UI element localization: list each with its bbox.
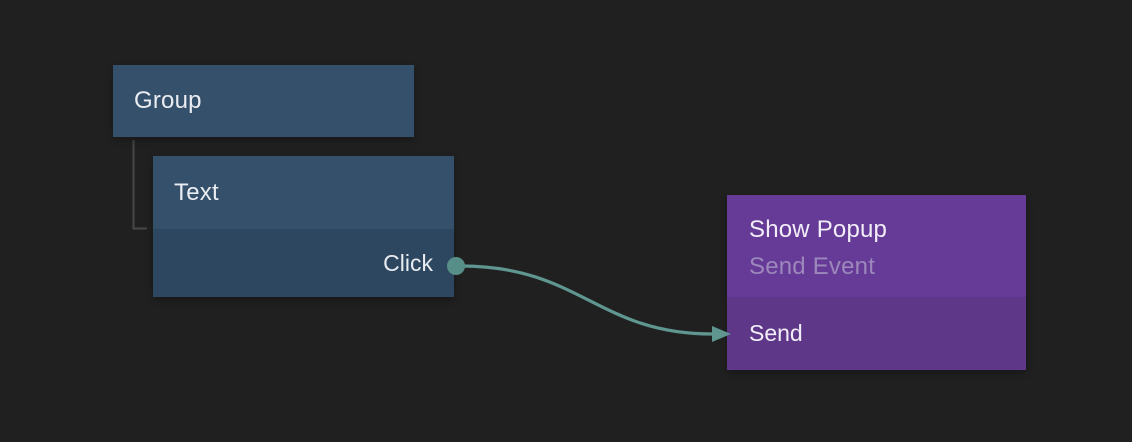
node-group[interactable]: Group [113, 65, 414, 137]
node-show-popup-subtitle: Send Event [749, 253, 876, 280]
connection-arrowhead-icon [712, 326, 731, 342]
node-show-popup-title: Show Popup [749, 216, 888, 243]
node-show-popup-header: Show Popup Send Event [727, 195, 1026, 297]
node-text-header: Text [153, 156, 454, 229]
output-port-click-label: Click [383, 249, 433, 276]
input-port-send-label: Send [749, 320, 803, 346]
node-show-popup[interactable]: Show Popup Send Event Send [727, 195, 1026, 370]
node-group-header: Group [113, 65, 414, 137]
output-port-click[interactable]: Click [153, 229, 454, 297]
output-port-dot[interactable] [447, 257, 465, 275]
node-text-title: Text [174, 178, 219, 206]
group-child-connector-line [132, 140, 147, 230]
connection-wire[interactable] [459, 264, 731, 342]
input-port-send[interactable]: Send [727, 297, 1026, 370]
connection-wire-path[interactable] [459, 264, 714, 336]
node-text[interactable]: Text Click [153, 156, 454, 297]
node-group-title: Group [134, 87, 202, 114]
